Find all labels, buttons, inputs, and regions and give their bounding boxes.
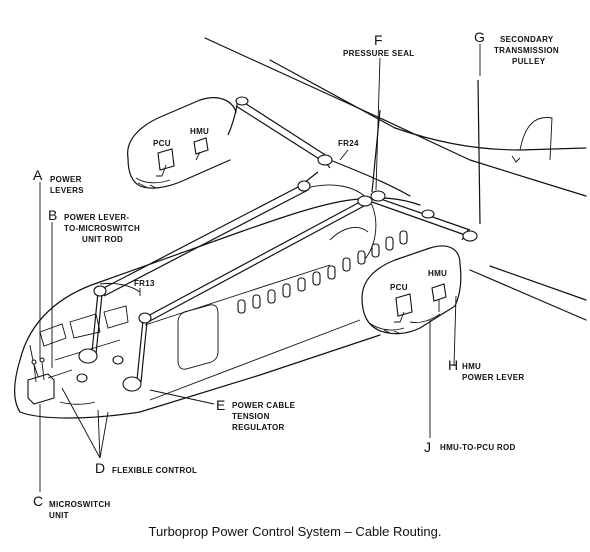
label-g-text-1: SECONDARY <box>500 35 554 44</box>
label-c-text-1: MICROSWITCH <box>49 500 111 509</box>
pulley-fr24-upper <box>317 154 333 166</box>
figure-caption: Turboprop Power Control System – Cable R… <box>148 524 442 539</box>
labels: A POWER LEVERS B POWER LEVER- TO-MICROSW… <box>33 29 559 520</box>
pulley-fr24-right <box>357 195 373 207</box>
label-e-letter: E <box>216 397 225 413</box>
pulley-fr24-lower <box>297 180 311 192</box>
label-h-letter: H <box>448 357 458 373</box>
label-j-text: HMU-TO-PCU ROD <box>440 443 516 452</box>
label-b-text-3: UNIT ROD <box>82 235 123 244</box>
label-e-text-3: REGULATOR <box>232 423 285 432</box>
pulley-left-upper <box>235 96 249 106</box>
cable-routing <box>91 79 481 383</box>
label-h-text-2: POWER LEVER <box>462 373 524 382</box>
label-g-text-2: TRANSMISSION <box>494 46 559 55</box>
pulleys <box>76 96 478 392</box>
label-hmu-left: HMU <box>190 127 209 136</box>
label-f-text: PRESSURE SEAL <box>343 49 414 58</box>
label-pcu-right: PCU <box>390 283 408 292</box>
label-fr24: FR24 <box>338 139 359 148</box>
microswitch-unit <box>27 357 73 405</box>
label-h-text-1: HMU <box>462 362 481 371</box>
label-d-letter: D <box>95 460 105 476</box>
label-a-text-2: LEVERS <box>50 186 84 195</box>
label-b-letter: B <box>48 207 57 223</box>
wing <box>204 37 587 321</box>
label-a-text-1: POWER <box>50 175 82 184</box>
label-a-letter: A <box>33 167 43 183</box>
label-d-text: FLEXIBLE CONTROL <box>112 466 197 475</box>
label-f-letter: F <box>374 32 383 48</box>
label-hmu-right: HMU <box>428 269 447 278</box>
label-e-text-1: POWER CABLE <box>232 401 296 410</box>
label-j-letter: J <box>424 439 431 455</box>
regulator-lower <box>122 376 142 392</box>
label-g-text-3: PULLEY <box>512 57 546 66</box>
leader-lines <box>39 44 481 492</box>
right-nacelle <box>361 245 462 335</box>
label-b-text-1: POWER LEVER- <box>64 213 129 222</box>
label-e-text-2: TENSION <box>232 412 270 421</box>
pulley-pressure-seal <box>370 190 386 202</box>
label-g-letter: G <box>474 29 485 45</box>
label-pcu-left: PCU <box>153 139 171 148</box>
label-b-text-2: TO-MICROSWITCH <box>64 224 140 233</box>
left-nacelle <box>127 97 237 189</box>
pulley-secondary <box>462 230 478 242</box>
cabin-windows <box>237 230 408 314</box>
label-c-text-2: UNIT <box>49 511 69 520</box>
pulley-fr13-upper <box>93 285 107 297</box>
regulator-upper <box>78 348 98 364</box>
label-c-letter: C <box>33 493 43 509</box>
label-fr13: FR13 <box>134 279 155 288</box>
pulley-fr13-lower <box>138 312 152 324</box>
pulley-wing <box>421 209 435 219</box>
